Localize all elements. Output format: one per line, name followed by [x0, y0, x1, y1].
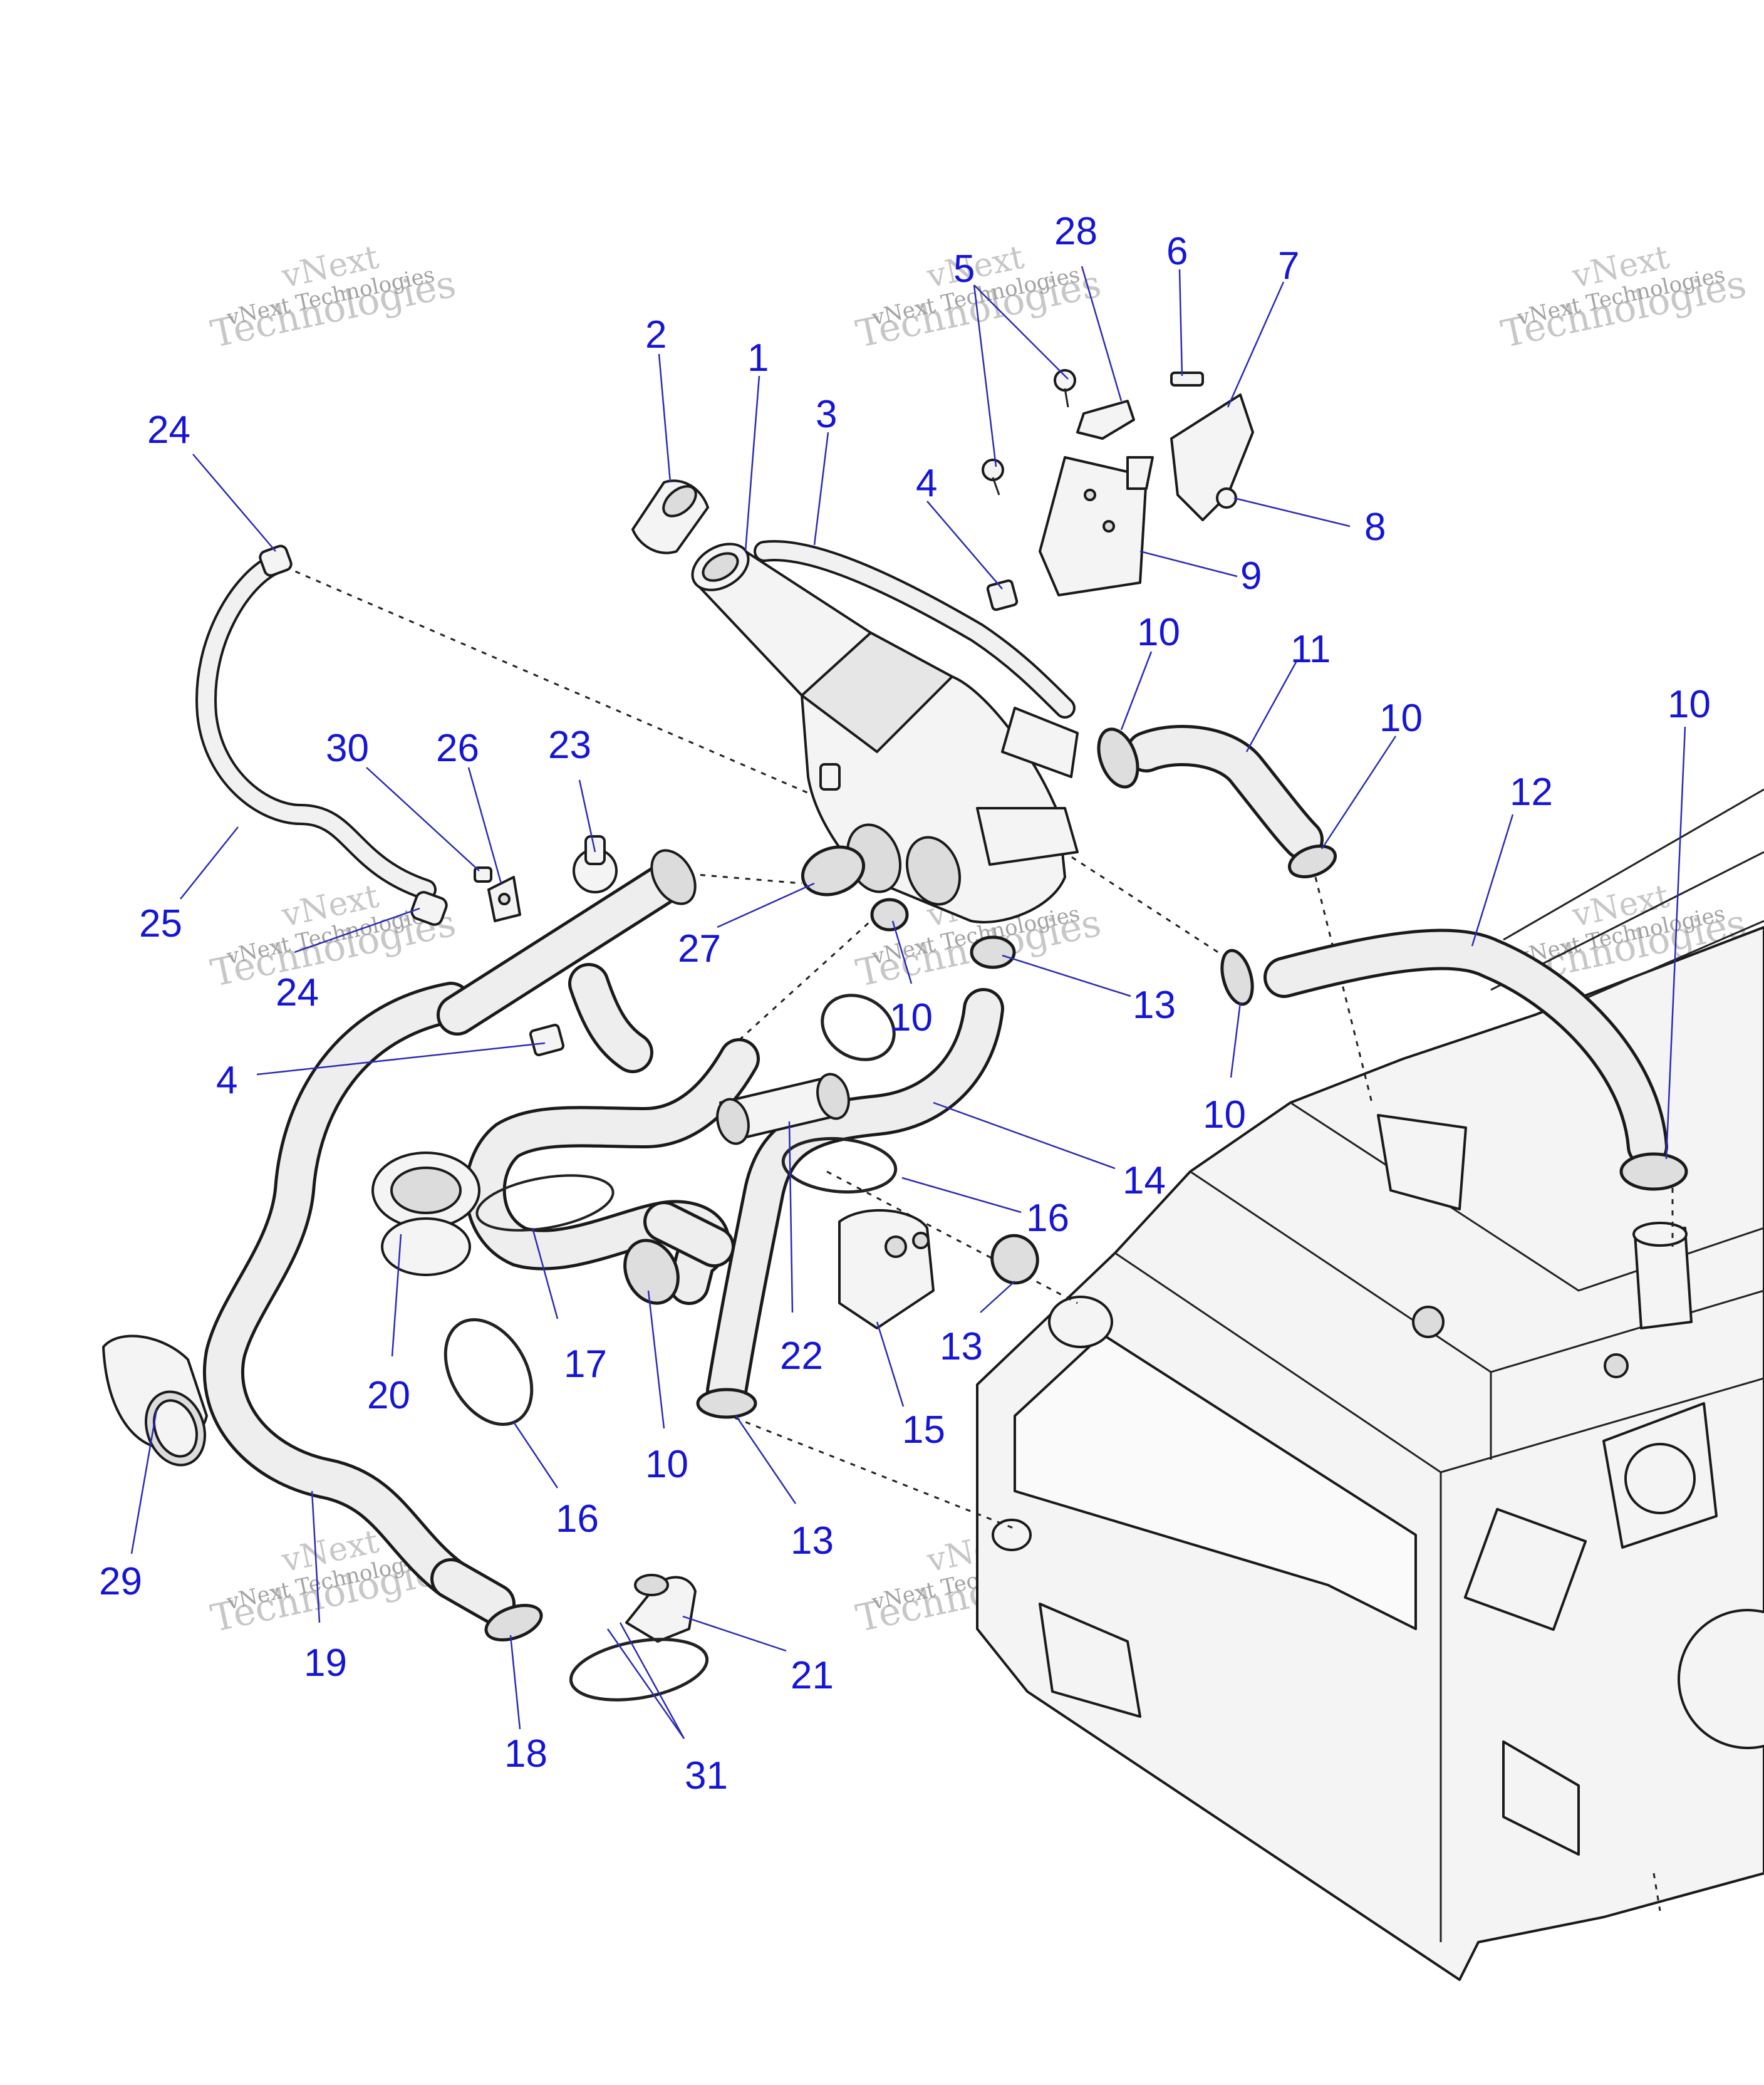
part-10-clamp: [623, 1239, 680, 1305]
part-24-fitting-top: [259, 544, 293, 577]
watermark: vNext Technologies vNext Technologies: [207, 239, 460, 357]
part-6-bolt: [1170, 372, 1204, 387]
callout-13-a: 13: [1133, 984, 1176, 1027]
callout-1: 1: [747, 336, 769, 380]
callout-2: 2: [645, 313, 667, 356]
part-22-tube: [716, 1073, 850, 1145]
part-4-clip-top: [986, 579, 1019, 611]
part-16-strap: [821, 994, 896, 1061]
callout-13-c: 13: [791, 1519, 834, 1562]
callout-21: 21: [791, 1654, 834, 1697]
callout-10-e: 10: [645, 1443, 688, 1486]
part-2-cap: [631, 479, 709, 554]
part-7-bracket: [1170, 393, 1254, 521]
coolant-tube-assembly: [437, 835, 697, 1073]
part-27-clamp: [801, 845, 866, 897]
callout-30: 30: [326, 727, 369, 770]
callout-25: 25: [139, 902, 182, 945]
part-9-bracket: [1039, 456, 1154, 596]
part-15-bracket: [838, 1209, 935, 1329]
callout-6: 6: [1166, 230, 1188, 273]
part-10-clamp: [1097, 727, 1139, 789]
callout-10-f: 10: [890, 996, 933, 1039]
part-13-clamp: [970, 935, 1016, 969]
part-24-fitting-bottom: [410, 891, 448, 926]
callout-10-d: 10: [1203, 1093, 1246, 1136]
callout-24-top: 24: [147, 408, 190, 452]
part-12-hose: [1263, 928, 1668, 1167]
part-8-bolt: [1216, 487, 1237, 509]
callout-11: 11: [1290, 628, 1331, 671]
callout-27: 27: [678, 927, 721, 970]
callout-19: 19: [304, 1641, 347, 1685]
callout-16-b: 16: [556, 1497, 599, 1541]
part-29-elbow: [102, 1334, 208, 1467]
callout-31: 31: [685, 1754, 728, 1797]
callout-7: 7: [1278, 244, 1299, 288]
part-10-clamp: [870, 898, 909, 932]
callout-9: 9: [1240, 554, 1262, 598]
part-10-clamp: [1619, 1152, 1688, 1191]
part-17-hose: [464, 1038, 760, 1305]
part-26-bracket: [487, 876, 521, 922]
callout-10-c: 10: [1668, 683, 1711, 726]
callout-4-top: 4: [916, 462, 937, 505]
callout-labels: 1 2 3 4 4 5 6 7 8 9 10 10 10 10 10 10 11…: [99, 210, 1711, 1797]
part-14-hose: [706, 988, 1004, 1412]
part-25-bypass-hose: [195, 544, 448, 926]
part-10-clamp: [1288, 845, 1337, 878]
part-21-tee: [625, 1574, 697, 1643]
callout-12: 12: [1510, 771, 1553, 814]
part-18-clamp: [484, 1604, 543, 1641]
part-28-clip: [1076, 400, 1135, 440]
callout-5: 5: [953, 247, 975, 291]
part-5-screw-lower: [982, 459, 1004, 496]
engine-block: [976, 788, 1764, 1981]
part-19-lower-hose: [202, 982, 516, 1625]
callout-29: 29: [99, 1560, 142, 1603]
part-11-hose: [1126, 725, 1324, 860]
part-13-clamp: [696, 1388, 757, 1419]
callout-17: 17: [564, 1343, 607, 1386]
callout-13-b: 13: [940, 1325, 983, 1368]
part-4-clip-bottom: [529, 1024, 565, 1056]
part-1-reservoir: [691, 540, 1079, 923]
callout-10-a: 10: [1137, 611, 1180, 654]
part-16-strap: [781, 1136, 898, 1194]
part-17-strap: [475, 1174, 615, 1232]
callout-24-bottom: 24: [276, 971, 319, 1014]
callout-20: 20: [367, 1374, 410, 1417]
callout-16-a: 16: [1026, 1197, 1069, 1240]
callout-8: 8: [1364, 506, 1386, 549]
callout-28: 28: [1054, 210, 1097, 253]
part-16-strap: [444, 1318, 534, 1427]
callout-23: 23: [548, 724, 591, 767]
part-20-fitting: [371, 1152, 480, 1276]
part-31-strap: [569, 1638, 709, 1702]
part-10-clamp: [1220, 949, 1254, 1006]
part-5-screw-upper: [1054, 369, 1076, 408]
callout-15: 15: [902, 1408, 945, 1452]
clamps: [444, 727, 1688, 1702]
callout-26: 26: [436, 727, 479, 770]
callout-4-bottom: 4: [216, 1059, 237, 1102]
callout-18: 18: [504, 1732, 547, 1776]
leader-lines: [130, 266, 1686, 1739]
watermark: vNext Technologies vNext Technologies: [1498, 239, 1750, 357]
part-13-clamp: [990, 1234, 1039, 1285]
callout-3: 3: [816, 393, 837, 436]
callout-10-b: 10: [1379, 697, 1423, 740]
callout-14: 14: [1123, 1159, 1166, 1202]
callout-22: 22: [780, 1334, 823, 1378]
